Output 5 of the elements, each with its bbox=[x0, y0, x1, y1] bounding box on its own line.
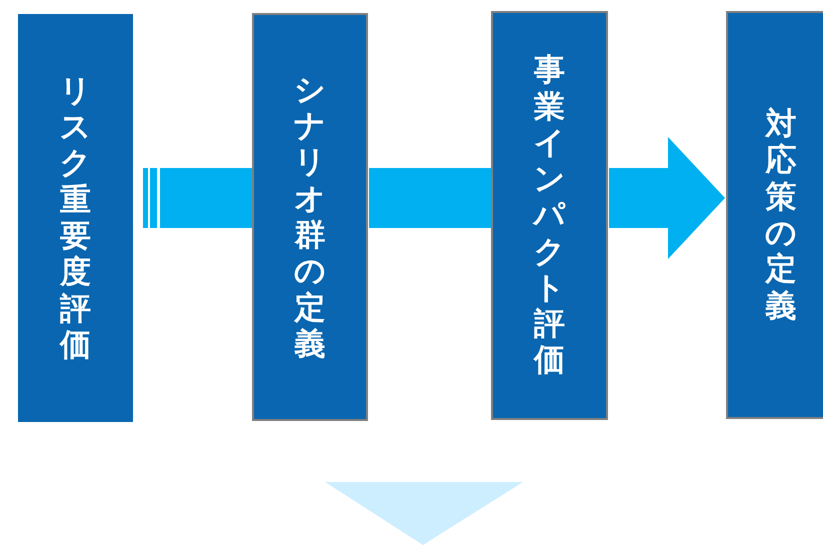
process-box: シナリオ群の定義 bbox=[252, 13, 368, 421]
process-box: リスク重要度評価 bbox=[18, 14, 133, 422]
process-box: 対応策の定義 bbox=[726, 11, 823, 419]
arrow bbox=[609, 137, 725, 259]
process-box: 事業インパクト評価 bbox=[491, 11, 608, 420]
